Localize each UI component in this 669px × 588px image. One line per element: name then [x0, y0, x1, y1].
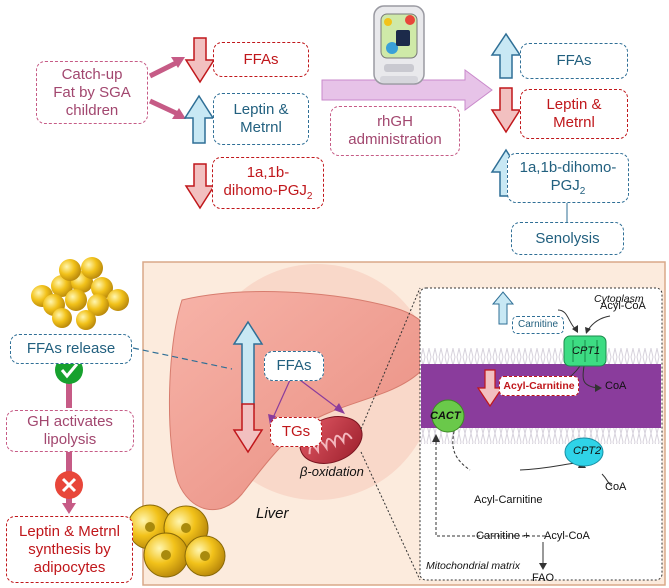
subscript: 2 [579, 185, 586, 197]
right-ffas-box: FFAs [520, 43, 628, 79]
down-arrow-icon [184, 163, 216, 210]
inset-carnitine-box: Carnitine [512, 316, 564, 334]
subscript: 2 [306, 190, 313, 202]
liver-ffas-box: FFAs [264, 351, 324, 381]
cpt1-icon [563, 335, 607, 367]
cpt2-icon [564, 437, 604, 467]
up-arrow-icon [490, 32, 522, 79]
ffas-release-box: FFAs release [10, 334, 132, 364]
acyl-carnitine-label: Acyl-Carnitine [474, 494, 543, 506]
acyl-coa-bottom-label: Acyl-CoA [544, 530, 590, 542]
gh-lipolysis-box: GH activates lipolysis [6, 410, 134, 452]
leptin-synthesis-box: Leptin & Metrnl synthesis by adipocytes [6, 516, 133, 583]
mito-matrix-label: Mitochondrial matrix [426, 560, 520, 572]
source-arrows [148, 57, 186, 119]
cpt2-label: CPT2 [573, 445, 602, 457]
down-arrow-icon [232, 403, 264, 454]
acyl-coa-top-label: Acyl-CoA [600, 300, 646, 312]
down-arrow-icon [476, 369, 504, 408]
rhgh-box: rhGH administration [330, 106, 460, 156]
fao-label: FAO [532, 572, 555, 584]
left-dihomo-box: 1a,1b- dihomo-PGJ2 [212, 157, 324, 209]
catch-up-fat-box: Catch-up Fat by SGA children [36, 61, 148, 124]
right-leptin-box: Leptin & Metrnl [520, 89, 628, 139]
left-dihomo-text: 1a,1b- dihomo-PGJ [223, 163, 307, 199]
cytoplasm-label: Cytoplasm [594, 293, 644, 305]
acyl-carnitine-box: Acyl-Carnitine [499, 376, 579, 396]
up-arrow-icon [491, 291, 515, 325]
down-arrow-icon [184, 37, 216, 84]
down-arrow-icon [490, 87, 522, 134]
left-leptin-box: Leptin & Metrnl [213, 93, 309, 145]
adipocytes-icon [127, 504, 226, 578]
right-dihomo-text: 1a,1b-dihomo- PGJ [519, 158, 617, 194]
rhgh-arrow [321, 69, 493, 111]
left-ffas-box: FFAs [213, 42, 309, 77]
liver-tgs-box: TGs [270, 417, 322, 447]
up-arrow-icon [183, 94, 215, 144]
right-dihomo-box: 1a,1b-dihomo- PGJ2 [507, 153, 629, 203]
rhgh-pen-device-icon [373, 5, 425, 85]
coa-top-label: CoA [605, 380, 627, 392]
liver-label: Liver [256, 505, 289, 522]
cact-icon [431, 399, 465, 433]
carnitine-plus-label: Carnitine + [476, 530, 530, 542]
up-arrow-icon [232, 320, 264, 409]
cpt1-label: CPT1 [572, 345, 601, 357]
beta-oxidation-label: β-oxidation [300, 464, 364, 479]
cact-label: CACT [430, 410, 461, 422]
lipid-droplets-icon [31, 257, 129, 330]
coa-bottom-label: CoA [605, 481, 627, 493]
senolysis-box: Senolysis [511, 222, 624, 255]
